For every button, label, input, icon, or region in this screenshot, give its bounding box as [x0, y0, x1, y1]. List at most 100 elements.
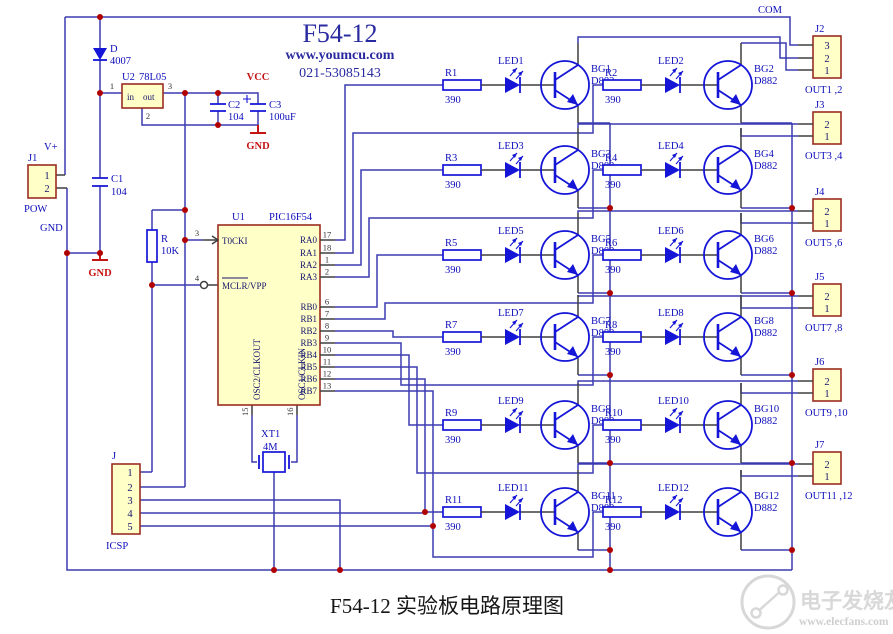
- regulator-part: 78L05: [139, 72, 166, 83]
- connector-out-label: OUT7 ,8: [805, 323, 842, 334]
- led-arrowhead: [518, 411, 523, 416]
- diode-symbol: [93, 48, 107, 60]
- led-arrowhead: [672, 408, 677, 413]
- resistor-body: [442, 506, 482, 518]
- pin-number: 1: [127, 468, 132, 479]
- emitter-arrowhead: [567, 179, 578, 190]
- pin-number: 2: [824, 120, 829, 131]
- regulator-pin-in-label: in: [127, 92, 135, 102]
- led-symbol: [505, 162, 520, 178]
- net-label-vplus: V+: [44, 142, 58, 153]
- pin-number: 1: [824, 389, 829, 400]
- transistor-collector: [554, 316, 579, 333]
- wire-base-feed: [335, 330, 443, 338]
- wire-base-feed: [335, 84, 443, 241]
- driver-cell: R5390LED5BG5D882: [442, 213, 614, 293]
- resistor-ref: R1: [445, 68, 457, 79]
- pin-name: RA1: [300, 248, 317, 258]
- wire-base-feed: [335, 378, 443, 513]
- transistor-part: D882: [754, 76, 777, 87]
- transistor-part: D882: [754, 161, 777, 172]
- junction-dot: [64, 250, 70, 256]
- transistor-ref: BG6: [754, 234, 774, 245]
- junction-dot: [789, 205, 795, 211]
- crystal: XT1 4M: [258, 429, 290, 473]
- pin-number: 2: [824, 377, 829, 388]
- resistor-ref: R3: [445, 153, 457, 164]
- net-label-vcc: VCC: [247, 72, 270, 83]
- connector-icsp-body: [111, 463, 141, 535]
- pin-name: RB7: [300, 386, 317, 396]
- pin-number: 2: [824, 54, 829, 65]
- transistor-ref: BG12: [754, 491, 779, 502]
- wire-dark: [641, 470, 742, 550]
- driver-cell: R11390LED11BG11D882: [442, 470, 616, 550]
- transistor-ref: BG4: [754, 149, 775, 160]
- pin-name: T0CKI: [222, 236, 248, 246]
- emitter-arrowhead: [730, 521, 741, 532]
- pin-number: 2: [127, 483, 132, 494]
- resistor-value: 390: [605, 347, 621, 358]
- transistor-part: D882: [754, 416, 777, 427]
- pin-number: 16: [285, 408, 295, 417]
- phone-text: 021-53085143: [299, 66, 381, 81]
- capacitor-value: 104: [111, 187, 128, 198]
- junction-dot: [607, 372, 613, 378]
- junction-dot: [607, 567, 613, 573]
- pin-number: 1: [824, 66, 829, 77]
- transistor-ref: BG5: [591, 234, 611, 245]
- watermark: 电子发烧友 www.elecfans.com: [740, 574, 893, 630]
- transistor-ref: BG11: [591, 491, 616, 502]
- junction-dot: [97, 14, 103, 20]
- pin-number: 15: [240, 408, 250, 417]
- led-arrowhead: [672, 320, 677, 325]
- led-ref: LED2: [658, 56, 684, 67]
- website-text: www.youmcu.com: [286, 48, 395, 63]
- connector-body: [812, 198, 842, 232]
- pin-number: 2: [146, 111, 150, 121]
- connector-body: [812, 111, 842, 145]
- connector-out-label: OUT5 ,6: [805, 238, 842, 249]
- connector-out-label: OUT1 ,2: [805, 85, 842, 96]
- led-symbol: [665, 77, 680, 93]
- mcu-right-pins: 17RA018RA11RA22RA36RB07RB18RB29RB310RB41…: [300, 230, 335, 396]
- junction-dot: [182, 237, 188, 243]
- resistor-value: 390: [605, 265, 621, 276]
- transistor-ref: BG9: [591, 404, 611, 415]
- resistor-body: [442, 164, 482, 176]
- capacitor-c1-symbol: [92, 177, 108, 187]
- transistor-collector: [554, 404, 579, 421]
- capacitor-ref: C1: [111, 174, 123, 185]
- led-arrowhead: [672, 495, 677, 500]
- clock-input-icon: [211, 235, 220, 245]
- connector-body: [812, 35, 842, 79]
- power-section: V+ GND J1 POW 1 2 D 4007 U2 78L05 in out…: [24, 44, 296, 279]
- led-symbol: [505, 329, 520, 345]
- led-arrowhead: [512, 320, 517, 325]
- junction-dot: [789, 460, 795, 466]
- resistor-body: [602, 249, 642, 261]
- driver-cell: R3390LED3BG3D882: [442, 128, 614, 208]
- led-ref: LED4: [658, 141, 684, 152]
- pin-name-osc1: OSC1/CLKIN: [297, 347, 307, 400]
- resistor-value: 390: [605, 180, 621, 191]
- resistor-value: 390: [445, 522, 461, 533]
- title-block: F54-12 www.youmcu.com 021-53085143: [286, 19, 395, 81]
- led-arrowhead: [678, 323, 683, 328]
- wire-collector: [577, 380, 798, 383]
- resistor-ref: R4: [605, 153, 618, 164]
- transistor-part: D882: [754, 246, 777, 257]
- led-arrowhead: [672, 238, 677, 243]
- emitter-arrowhead: [730, 346, 741, 357]
- transistor-body: [540, 400, 590, 450]
- pin-name: RB0: [300, 302, 317, 312]
- junction-dot: [789, 372, 795, 378]
